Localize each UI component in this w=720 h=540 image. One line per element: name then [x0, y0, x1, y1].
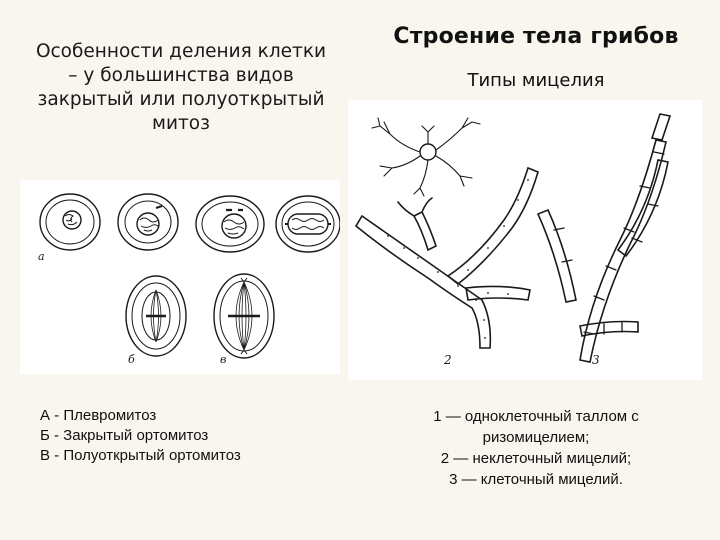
cell-a2 — [117, 193, 179, 251]
mycelium-type-3 — [536, 113, 672, 363]
figure-label-3: 3 — [592, 353, 600, 367]
slide-title: Строение тела грибов — [393, 24, 679, 49]
mycelium-type-2-dots — [387, 179, 529, 339]
mycelium-type-3-septa — [553, 151, 665, 335]
mitosis-legend-item: Б - Закрытый ортомитоз — [40, 427, 209, 444]
mycelium-type-1 — [371, 117, 481, 197]
mycelium-drawing: 2 3 — [354, 113, 672, 367]
figure-label-b: б — [128, 353, 135, 366]
mitosis-heading-line: митоз — [152, 113, 210, 134]
mycelium-legend-item: 2 — неклеточный мицелий; — [440, 450, 632, 467]
cell-v — [213, 273, 275, 359]
mitosis-figure: а б в — [20, 180, 341, 374]
mycelium-legend-item: 1 — одноклеточный таллом с — [433, 408, 639, 425]
mycelium-type-2 — [354, 166, 539, 349]
cell-a1 — [39, 193, 101, 251]
mitosis-drawing: а б в — [38, 193, 341, 366]
figure-label-2: 2 — [443, 353, 452, 367]
mycelium-legend-item: ризомицелием; — [482, 429, 590, 446]
mycelium-legend: 1 — одноклеточный таллом с ризомицелием;… — [366, 406, 706, 490]
figure-label-a: а — [38, 250, 45, 263]
mitosis-heading-line: Особенности деления клетки — [35, 41, 327, 62]
mitosis-legend-item: А - Плевромитоз — [40, 407, 157, 424]
mitosis-legend-item: В - Полуоткрытый ортомитоз — [40, 447, 241, 464]
cell-a4 — [275, 195, 341, 253]
mitosis-heading-line: закрытый или полуоткрытый — [37, 89, 325, 110]
mycelium-figure: 2 3 — [348, 100, 702, 380]
figure-label-v: в — [220, 353, 226, 366]
mitosis-heading: Особенности деления клетки – у большинст… — [20, 40, 342, 136]
mitosis-heading-line: – у большинства видов — [68, 65, 294, 86]
mitosis-legend: А - Плевромитоз Б - Закрытый ортомитоз В… — [40, 406, 340, 466]
cell-a3 — [195, 195, 265, 253]
cell-b — [125, 275, 187, 357]
slide-subtitle: Типы мицелия — [467, 70, 605, 91]
mycelium-legend-item: 3 — клеточный мицелий. — [449, 471, 623, 488]
